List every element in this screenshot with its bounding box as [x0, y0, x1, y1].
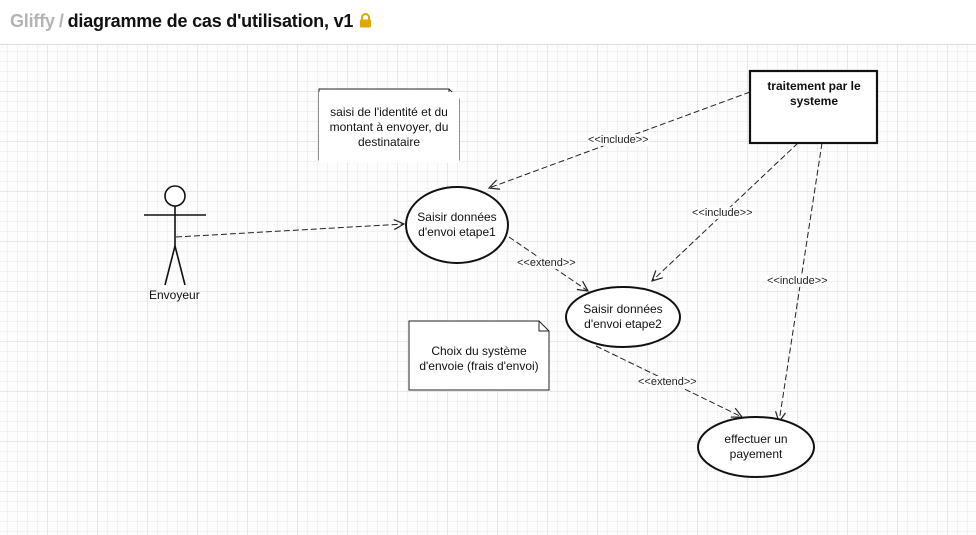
use-case-2-label: Saisir données d'envoi etape2 — [583, 302, 663, 331]
system-box-label: traitement par le systeme — [767, 79, 861, 108]
include-line-3[interactable] — [779, 142, 823, 422]
system-box-shape[interactable] — [748, 69, 879, 145]
include-label-3: <<include>> — [767, 275, 828, 287]
use-case-3-label: effectuer un payement — [724, 432, 788, 461]
diagram-svg — [144, 69, 879, 478]
note-1: saisi de l'identité et du montant à envo… — [319, 92, 459, 163]
header-bar: Gliffy/diagramme de cas d'utilisation, v… — [0, 0, 976, 44]
use-case-2-shape[interactable] — [565, 286, 681, 348]
note-1-text: saisi de l'identité et du montant à envo… — [329, 105, 449, 149]
include-label-2: <<include>> — [692, 207, 753, 219]
note-2-shape[interactable] — [408, 320, 550, 391]
note-2-text: Choix du système d'envoie (frais d'envoi… — [419, 343, 539, 373]
note-2: Choix du système d'envoie (frais d'envoi… — [409, 324, 549, 393]
include-label-1: <<include>> — [588, 134, 649, 146]
extend-label-2: <<extend>> — [638, 376, 697, 388]
use-case-1-shape[interactable] — [405, 186, 509, 264]
lock-icon — [359, 12, 372, 33]
actor-label: Envoyeur — [149, 288, 200, 302]
diagram-canvas[interactable]: saisi de l'identité et du montant à envo… — [0, 44, 976, 535]
document-title: diagramme de cas d'utilisation, v1 — [67, 11, 354, 31]
use-case-3-shape[interactable] — [697, 416, 815, 478]
app-name-link[interactable]: Gliffy — [10, 11, 55, 31]
actor-association-line[interactable] — [175, 224, 404, 238]
actor-figure[interactable] — [144, 185, 206, 286]
breadcrumb-separator: / — [58, 11, 64, 31]
breadcrumb: Gliffy/diagramme de cas d'utilisation, v… — [10, 11, 372, 33]
use-case-1-label: Saisir données d'envoi etape1 — [417, 210, 497, 239]
extend-label-1: <<extend>> — [517, 257, 576, 269]
